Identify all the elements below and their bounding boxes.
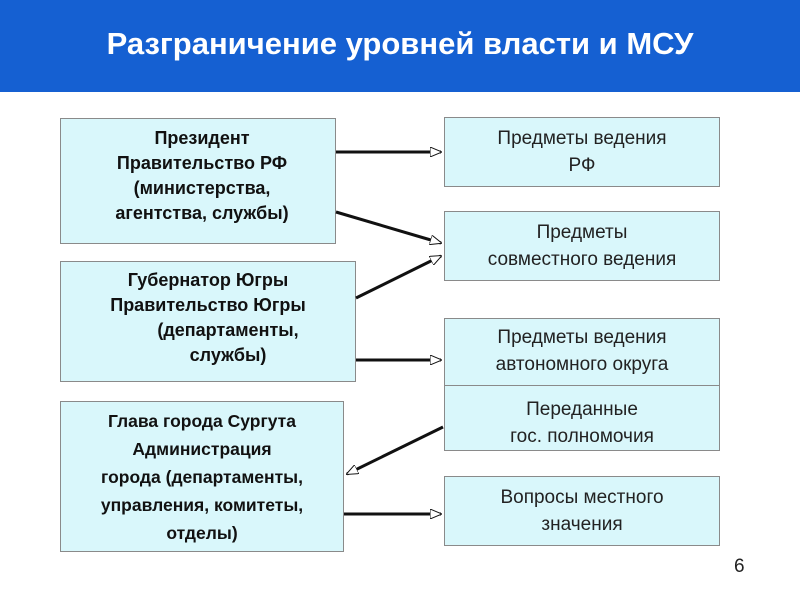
regional-line-3: (департаменты, — [157, 320, 299, 340]
federal-subjects-line-2: РФ — [568, 155, 596, 176]
municipal-line-3: города (департаменты, — [101, 467, 303, 487]
slide-title: Разграничение уровней власти и МСУ — [106, 26, 694, 61]
arrow-federal-to-joint-subjects — [335, 210, 441, 243]
municipal-authorities-box: Глава города Сургута Администрация город… — [60, 401, 344, 552]
joint-subjects-line-2: совместного ведения — [487, 249, 677, 270]
municipal-line-2: Администрация — [132, 439, 272, 459]
municipal-line-1: Глава города Сургута — [108, 411, 296, 431]
municipal-line-5: отделы) — [166, 523, 238, 543]
federal-subjects-line-1: Предметы ведения — [497, 128, 667, 149]
delegated-powers-box: Переданные гос. полномочия — [444, 385, 720, 451]
page-number: 6 — [734, 556, 745, 577]
federal-line-4: агентства, службы) — [115, 203, 289, 223]
okrug-subjects-line-1: Предметы ведения — [497, 327, 667, 348]
okrug-subjects-box: Предметы ведения автономного округа — [444, 318, 720, 386]
regional-line-4: службы) — [189, 345, 267, 365]
federal-authorities-box: Президент Правительство РФ (министерства… — [60, 118, 336, 244]
okrug-subjects-line-2: автономного округа — [495, 354, 669, 375]
regional-authorities-box: Губернатор Югры Правительство Югры (депа… — [60, 261, 356, 382]
delegated-powers-line-2: гос. полномочия — [510, 426, 654, 447]
local-issues-line-1: Вопросы местного — [500, 487, 664, 508]
joint-subjects-line-1: Предметы — [536, 222, 628, 243]
federal-line-1: Президент — [154, 128, 250, 148]
local-issues-box: Вопросы местного значения — [444, 476, 720, 546]
regional-line-2: Правительство Югры — [110, 295, 306, 315]
arrow-delegated-powers-to-municipal — [347, 425, 444, 476]
municipal-line-4: управления, комитеты, — [100, 495, 304, 515]
title-banner — [0, 0, 800, 92]
local-issues-line-2: значения — [541, 514, 623, 535]
federal-line-2: Правительство РФ — [116, 153, 288, 173]
arrow-regional-to-joint-subjects — [355, 254, 441, 300]
federal-subjects-box: Предметы ведения РФ — [444, 117, 720, 187]
regional-line-1: Губернатор Югры — [127, 270, 289, 290]
joint-subjects-box: Предметы совместного ведения — [444, 211, 720, 281]
delegated-powers-line-1: Переданные — [526, 399, 638, 420]
federal-line-3: (министерства, — [133, 178, 271, 198]
